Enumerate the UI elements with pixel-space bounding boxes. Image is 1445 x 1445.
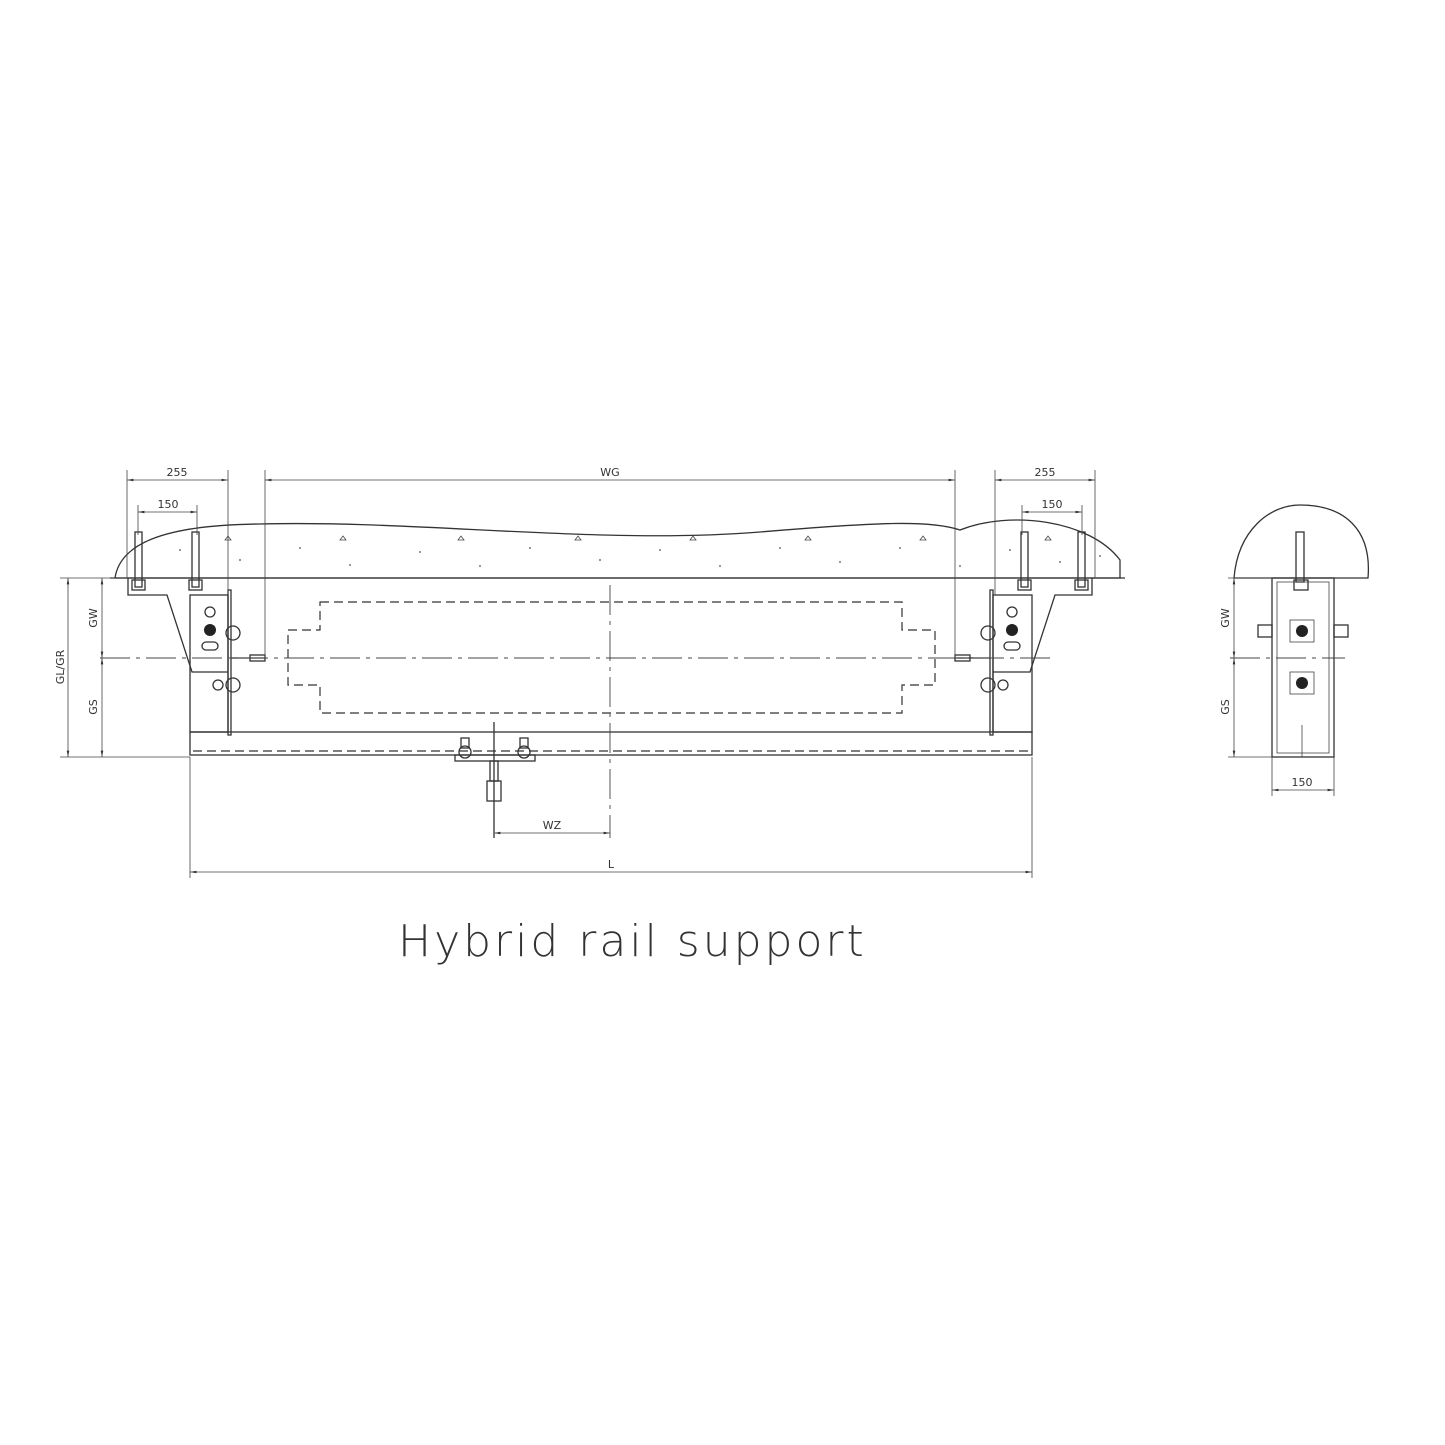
dim-width-gap: WG (600, 466, 619, 479)
drawing-title: Hybrid rail support (398, 916, 867, 967)
center-clamp (454, 722, 536, 838)
dim-total-height: GL/GR (54, 649, 67, 684)
dim-right-outer: 255 (1035, 466, 1056, 479)
side-view (1230, 504, 1370, 758)
dim-offset: WZ (543, 819, 562, 832)
left-bracket (127, 578, 266, 736)
dimensions-side (1228, 577, 1335, 796)
rail-profile (100, 585, 1055, 838)
side-dim-upper-height: GW (1219, 608, 1232, 628)
dimensions-front (60, 470, 1096, 878)
bottom-beam (189, 731, 1033, 756)
side-dim-lower-height: GS (1219, 699, 1232, 715)
dim-left-outer: 255 (167, 466, 188, 479)
dim-right-inner: 150 (1042, 498, 1063, 511)
anchor-bolts (131, 531, 1089, 591)
dim-length: L (608, 858, 615, 871)
dim-lower-height: GS (87, 699, 100, 715)
concrete-slab (110, 519, 1125, 579)
side-dim-width: 150 (1292, 776, 1313, 789)
dim-left-inner: 150 (158, 498, 179, 511)
right-bracket (954, 578, 1093, 736)
dim-upper-height: GW (87, 608, 100, 628)
